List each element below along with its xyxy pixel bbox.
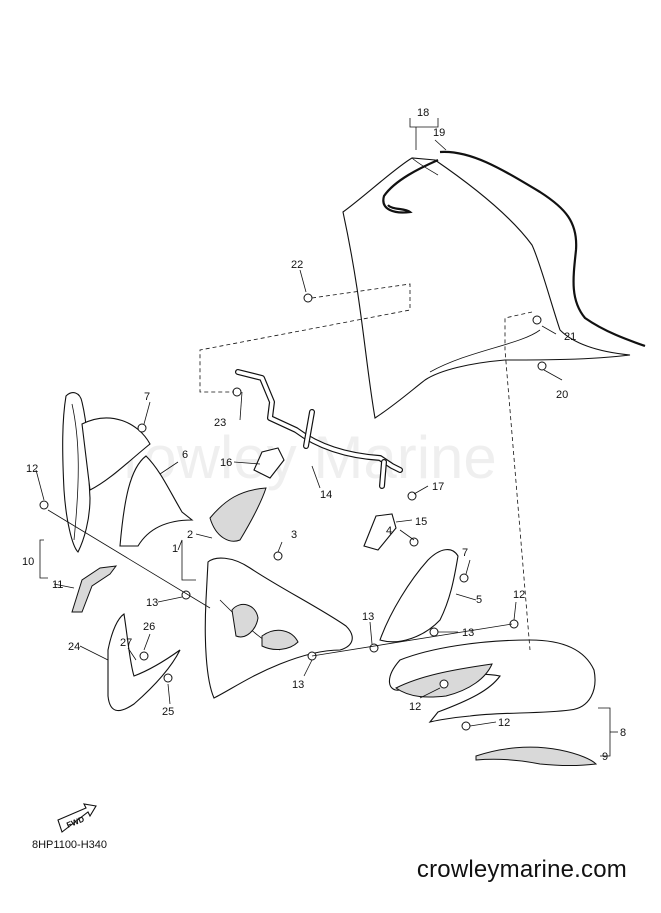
callout-7b: 7 bbox=[462, 547, 468, 559]
callout-3: 3 bbox=[291, 529, 297, 541]
damper-16[interactable] bbox=[253, 447, 285, 479]
damper-15[interactable] bbox=[363, 513, 397, 551]
leader-lines bbox=[35, 118, 618, 757]
callout-13d: 13 bbox=[292, 679, 304, 691]
callout-25: 25 bbox=[162, 706, 174, 718]
site-footer-link[interactable]: crowleymarine.com bbox=[416, 856, 627, 883]
callout-20: 20 bbox=[556, 389, 568, 401]
fwd-arrow-icon: FWD bbox=[57, 803, 97, 833]
intake-cover-5[interactable] bbox=[379, 549, 459, 643]
inner-cover-1[interactable] bbox=[204, 557, 353, 699]
callout-13c: 13 bbox=[462, 627, 474, 639]
side-panel-10[interactable] bbox=[62, 392, 151, 553]
callout-8: 8 bbox=[620, 727, 626, 739]
callout-5: 5 bbox=[476, 594, 482, 606]
callout-13b: 13 bbox=[362, 611, 374, 623]
callout-12b: 12 bbox=[513, 589, 525, 601]
callout-17: 17 bbox=[432, 481, 444, 493]
bracket-11[interactable] bbox=[71, 565, 118, 613]
molding-9[interactable] bbox=[475, 746, 598, 766]
callout-1: 1 bbox=[172, 543, 178, 555]
callout-15: 15 bbox=[415, 516, 427, 528]
callout-4: 4 bbox=[386, 525, 392, 537]
callout-23: 23 bbox=[214, 417, 226, 429]
callout-12d: 12 bbox=[498, 717, 510, 729]
windshield[interactable] bbox=[342, 157, 631, 419]
fasteners bbox=[39, 293, 547, 731]
callout-21: 21 bbox=[564, 331, 576, 343]
callout-11: 11 bbox=[52, 579, 63, 591]
callout-16: 16 bbox=[220, 457, 232, 469]
callout-13a: 13 bbox=[146, 597, 158, 609]
callout-2: 2 bbox=[187, 529, 193, 541]
callout-6: 6 bbox=[182, 449, 188, 461]
callout-9: 9 bbox=[602, 751, 608, 763]
callout-19: 19 bbox=[433, 127, 445, 139]
duct-2[interactable] bbox=[209, 487, 267, 542]
under-cover-24[interactable] bbox=[107, 613, 181, 712]
callout-7a: 7 bbox=[144, 391, 150, 403]
cowling-stay[interactable] bbox=[235, 369, 403, 489]
diagram-code: 8HP1100-H340 bbox=[32, 839, 108, 851]
callout-24: 24 bbox=[68, 641, 80, 653]
inner-panel-6[interactable] bbox=[119, 455, 194, 547]
callout-10: 10 bbox=[22, 556, 34, 568]
callout-27: 27 bbox=[120, 637, 132, 649]
callout-18: 18 bbox=[417, 107, 429, 119]
windshield-trim[interactable] bbox=[382, 150, 646, 348]
callout-12c: 12 bbox=[409, 701, 421, 713]
callout-14: 14 bbox=[320, 489, 332, 501]
callout-26: 26 bbox=[143, 621, 155, 633]
callout-labels: 18 19 22 21 20 7 23 6 12 16 17 14 15 3 2… bbox=[22, 107, 626, 763]
callout-22: 22 bbox=[291, 259, 303, 271]
callout-12a: 12 bbox=[26, 463, 38, 475]
